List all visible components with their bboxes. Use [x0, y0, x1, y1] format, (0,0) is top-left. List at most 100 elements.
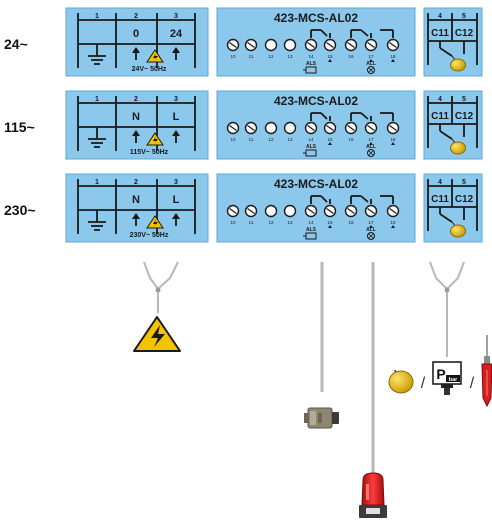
warning-triangle-icon — [146, 49, 164, 63]
pressure-switch-icon: P bar — [432, 361, 462, 395]
terminal-number: 3 — [174, 13, 178, 20]
supply-rating: 115V~ 50Hz — [130, 149, 169, 156]
terminal-number: 2 — [134, 13, 138, 20]
arrow-up-icon — [172, 213, 180, 226]
terminal-number: 5 — [462, 13, 466, 20]
terminal-number: 2 — [134, 96, 138, 103]
screw-terminal-icon — [304, 204, 318, 218]
screw-terminal-icon — [226, 38, 240, 52]
contact-label: C12 — [455, 194, 474, 205]
terminal-value: 0 — [133, 28, 139, 40]
screw-terminal-icon — [386, 38, 400, 52]
controller-terminal-number: 14 — [308, 220, 314, 225]
model-label: 423-MCS-AL02 — [274, 11, 358, 25]
screw-terminal-icon — [323, 121, 337, 135]
supply-junction — [155, 287, 161, 293]
screw-terminal-icon — [344, 38, 358, 52]
terminal-number: 2 — [134, 179, 138, 186]
controller-terminal-number: 16 — [348, 54, 354, 59]
controller-terminal-number: 13 — [287, 220, 293, 225]
model-label: 423-MCS-AL02 — [274, 94, 358, 108]
arrow-up-icon — [132, 213, 140, 226]
terminal-marker-icon — [391, 59, 395, 62]
screw-terminal-icon — [364, 38, 378, 52]
siren-small-icon — [303, 66, 317, 74]
controller-terminal-number: 15 — [327, 54, 333, 59]
controller-terminal-number: 10 — [230, 54, 236, 59]
beacon-light-icon — [359, 472, 387, 518]
screw-terminal-icon — [323, 204, 337, 218]
warning-triangle-icon — [146, 132, 164, 146]
screw-terminal-icon — [364, 204, 378, 218]
terminal-number: 3 — [174, 96, 178, 103]
terminal-number: 3 — [174, 179, 178, 186]
terminal-marker-icon — [369, 225, 373, 228]
voltage-label-24: 24~ — [4, 36, 28, 52]
screw-terminal-icon — [364, 121, 378, 135]
controller-terminal-number: 18 — [390, 54, 396, 59]
ground-symbol-icon — [88, 127, 106, 148]
screw-terminal-icon — [304, 121, 318, 135]
probe-electrode-icon — [481, 335, 492, 408]
arrow-up-icon — [132, 130, 140, 143]
supply-rating: 24V~ 50Hz — [132, 66, 167, 73]
terminal-number: 4 — [438, 13, 442, 20]
controller-terminal-number: 11 — [249, 137, 254, 142]
screw-terminal-icon — [323, 38, 337, 52]
screw-terminal-icon — [264, 38, 278, 52]
sensor-junction — [444, 287, 450, 293]
terminal-value: N — [132, 194, 140, 206]
terminal-value: 24 — [170, 28, 183, 40]
warning-triangle-icon — [146, 215, 164, 229]
terminal-marker-icon — [328, 225, 332, 228]
float-switch-contact-icon — [439, 41, 466, 72]
contact-label: C12 — [455, 111, 474, 122]
terminal-marker-icon — [391, 142, 395, 145]
terminal-marker-icon — [391, 225, 395, 228]
controller-terminal-number: 18 — [390, 137, 396, 142]
terminal-number: 4 — [438, 96, 442, 103]
terminal-value: L — [173, 194, 180, 206]
controller-terminal-number: 10 — [230, 137, 236, 142]
arrow-up-icon — [172, 47, 180, 60]
terminal-number: 5 — [462, 96, 466, 103]
voltage-label-115: 115~ — [4, 119, 35, 135]
ground-symbol-icon — [88, 210, 106, 231]
supply-rating: 230V~ 50Hz — [130, 232, 169, 239]
controller-terminal-number: 10 — [230, 220, 236, 225]
lamp-small-icon — [367, 66, 375, 74]
controller-terminal-number: 15 — [327, 137, 333, 142]
screw-terminal-icon — [283, 121, 297, 135]
controller-terminal-number: 15 — [327, 220, 333, 225]
contact-label: C12 — [455, 28, 474, 39]
controller-terminal-number: 12 — [268, 54, 274, 59]
controller-terminal-number: 12 — [268, 220, 274, 225]
controller-terminal-number: 18 — [390, 220, 396, 225]
model-label: 423-MCS-AL02 — [274, 177, 358, 191]
ground-symbol-icon — [88, 44, 106, 65]
separator-1: / — [421, 375, 426, 392]
siren-small-icon — [303, 149, 317, 157]
all-label: ALL — [366, 61, 376, 67]
screw-terminal-icon — [304, 38, 318, 52]
terminal-marker-icon — [328, 59, 332, 62]
terminal-number: 4 — [438, 179, 442, 186]
controller-terminal-number: 16 — [348, 220, 354, 225]
screw-terminal-icon — [386, 204, 400, 218]
lamp-small-icon — [367, 232, 375, 240]
terminal-value: N — [132, 111, 140, 123]
terminal-number: 1 — [95, 13, 99, 20]
controller-terminal-number: 13 — [287, 137, 293, 142]
screw-terminal-icon — [226, 121, 240, 135]
screw-terminal-icon — [386, 121, 400, 135]
screw-terminal-icon — [344, 121, 358, 135]
voltage-label-230: 230~ — [4, 202, 36, 218]
als-label: ALS — [306, 61, 317, 67]
separator-2: / — [470, 375, 475, 392]
terminal-number: 1 — [95, 96, 99, 103]
screw-terminal-icon — [283, 204, 297, 218]
float-switch-contact-icon — [439, 124, 466, 155]
terminal-marker-icon — [369, 59, 373, 62]
